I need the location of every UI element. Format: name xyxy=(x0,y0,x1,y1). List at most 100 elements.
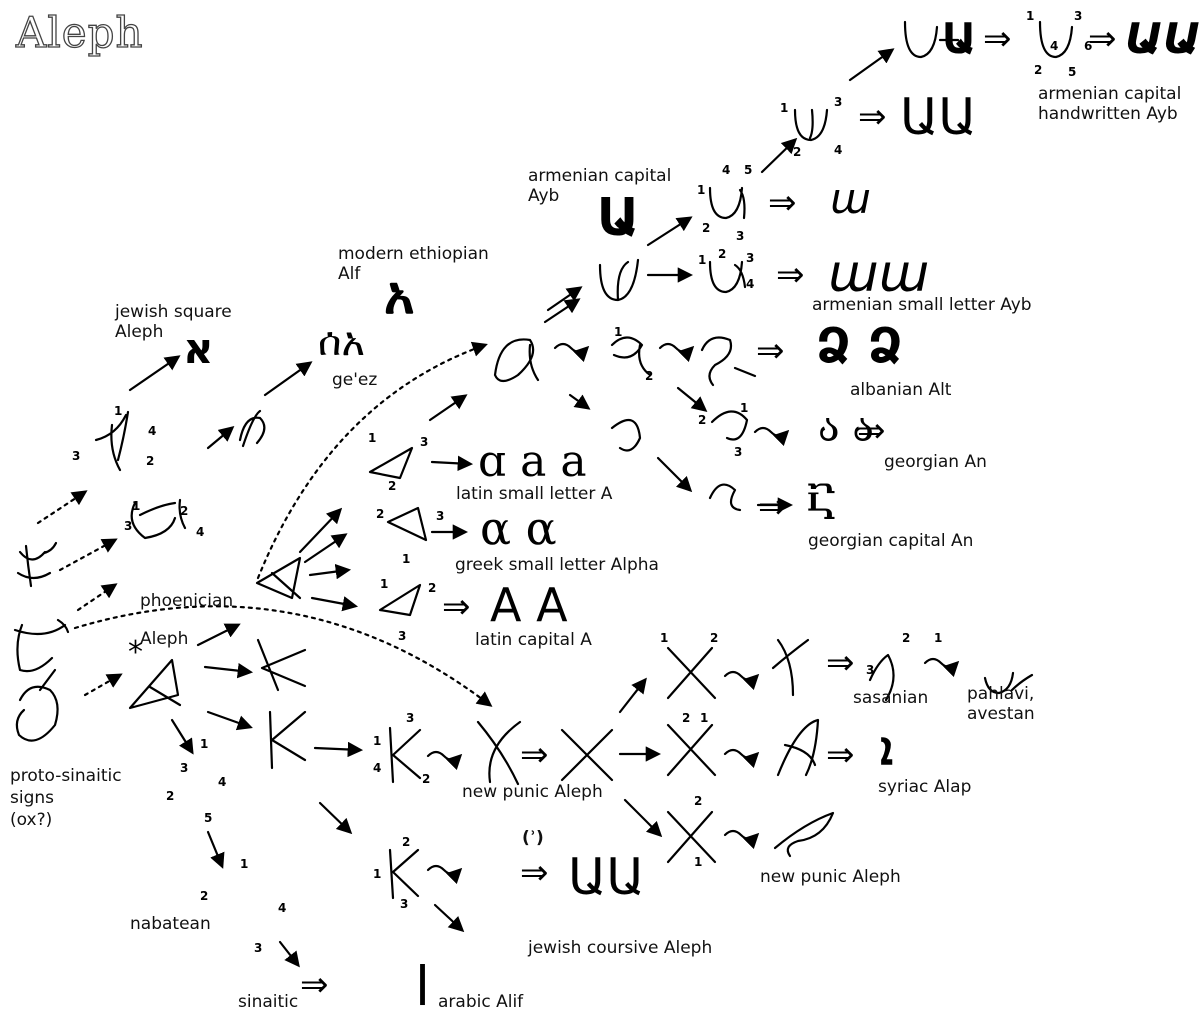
label-armenian-small-letter-ayb: armenian small letter Ayb xyxy=(812,295,1032,315)
stroke-number: 4 xyxy=(1050,39,1059,53)
double-arrow-icon: ⇒ xyxy=(983,19,1012,59)
label-new-punic-aleph-2: new punic Aleph xyxy=(760,867,901,887)
stroke-number: 2 xyxy=(682,711,691,725)
stroke-number: 5 xyxy=(1068,65,1077,79)
stroke-number: 1 xyxy=(132,499,141,513)
ox-head-3 xyxy=(15,668,59,742)
double-arrow-icon: ⇒ xyxy=(756,331,785,371)
double-arrow-icon: ⇒ xyxy=(826,643,855,683)
label-pahlavi-avestan: pahlavi, avestan xyxy=(967,684,1035,724)
label-paren-note: (ʾ) xyxy=(522,828,544,848)
stroke-number: 3 xyxy=(436,509,445,523)
stroke-number: 2 xyxy=(718,247,727,261)
syriac-alap-glyph: ܐ xyxy=(880,721,893,775)
stroke-number: 2 xyxy=(694,794,703,808)
armenian-small-ayb-glyph: աա xyxy=(828,244,930,304)
stroke-number: 2 xyxy=(645,369,654,383)
stroke-number: 4 xyxy=(218,775,227,789)
stroke-number: 1 xyxy=(1026,9,1035,23)
stroke-number: 2 xyxy=(698,413,707,427)
label-modern-ethiopian-alf: modern ethiopian Alf xyxy=(338,244,489,284)
early-form-3 xyxy=(238,409,266,448)
label-geez: ge'ez xyxy=(332,370,378,390)
stroke-number: 3 xyxy=(180,761,189,775)
double-arrow-icon: ⇒ xyxy=(858,97,887,137)
dotted-arrow xyxy=(36,490,88,525)
stroke-number: 2 xyxy=(146,454,155,468)
stroke-number: 3 xyxy=(834,95,843,109)
stroke-number: 4 xyxy=(746,277,755,291)
label-sasanian: sasanian xyxy=(853,688,929,708)
label-nabatean: nabatean xyxy=(130,914,211,934)
double-arrow-icon: ⇒ xyxy=(1088,19,1117,59)
stroke-number: 1 xyxy=(700,711,709,725)
label-syriac-alap: syriac Alap xyxy=(878,777,972,797)
double-arrow-icon: ⇒ xyxy=(520,853,549,893)
stroke-number: 2 xyxy=(702,221,711,235)
stroke-number: 6 xyxy=(1084,39,1093,53)
stroke-number: 1 xyxy=(373,734,382,748)
ox-head-1 xyxy=(16,541,58,588)
double-arrow-icon: ⇒ xyxy=(520,735,549,775)
stroke-number: 3 xyxy=(400,897,409,911)
label-sinaitic: sinaitic xyxy=(238,992,299,1012)
stroke-number: 3 xyxy=(746,251,755,265)
stroke-number: 3 xyxy=(734,445,743,459)
stroke-number: 1 xyxy=(240,857,249,871)
ethiopic-alf-glyph: አ xyxy=(384,266,415,326)
stroke-number: 3 xyxy=(72,449,81,463)
phoenician-aleph-2 xyxy=(128,658,182,710)
stroke-number: 5 xyxy=(744,163,753,177)
label-albanian-alt: albanian Alt xyxy=(850,380,952,400)
stroke-number: 1 xyxy=(697,183,706,197)
armenian-ayb-handwritten-glyph: ԱԱ xyxy=(1125,14,1199,63)
stroke-number: 3 xyxy=(736,229,745,243)
stroke-number: 2 xyxy=(422,772,431,786)
stroke-number: 2 xyxy=(710,631,719,645)
stroke-number: 2 xyxy=(200,889,209,903)
early-form-2 xyxy=(130,498,187,540)
dotted-arrow xyxy=(76,583,118,612)
phoenician-aleph xyxy=(255,556,302,600)
stroke-number: 1 xyxy=(698,253,707,267)
double-arrow-icon: ⇒ xyxy=(826,735,855,775)
stroke-number: 4 xyxy=(722,163,731,177)
stroke-number: 3 xyxy=(254,941,263,955)
double-arrow-icon: ⇒ xyxy=(768,183,797,223)
stroke-number: 4 xyxy=(834,143,843,157)
stroke-number: 3 xyxy=(124,519,133,533)
ox-head-2 xyxy=(13,618,70,673)
label-proto-sinaitic-signs: proto-sinaitic signs (ox?) xyxy=(10,766,122,830)
latin-small-a-glyphs: ɑ a a xyxy=(478,436,587,487)
double-arrow-icon: ⇒ xyxy=(776,255,805,295)
asterisk-mark: * xyxy=(128,635,143,670)
label-phoenician-aleph: phoenician Aleph xyxy=(140,591,234,649)
stroke-number: 4 xyxy=(196,525,205,539)
stroke-number: 3 xyxy=(866,663,875,677)
stroke-number: 5 xyxy=(204,811,213,825)
stroke-number: 2 xyxy=(388,479,397,493)
stroke-number: 1 xyxy=(694,855,703,869)
armenian-small-ayb-variant-glyph: ա xyxy=(830,174,871,223)
double-arrow-icon: ⇒ xyxy=(300,965,329,1005)
stroke-number: 1 xyxy=(660,631,669,645)
stroke-number: 2 xyxy=(402,835,411,849)
stroke-number: 2 xyxy=(166,789,175,803)
label-armenian-capital-ayb: armenian capital Ayb xyxy=(528,166,672,206)
stroke-number: 1 xyxy=(740,401,749,415)
stroke-number: 1 xyxy=(614,325,623,339)
armenian-ayb-pair-glyph: ԱԱ xyxy=(900,88,977,146)
stroke-number: 4 xyxy=(278,901,287,915)
stroke-number: 1 xyxy=(114,404,123,418)
armenian-ayb-capital-glyph: Ա xyxy=(597,188,640,248)
label-latin-small-letter-a: latin small letter A xyxy=(456,484,613,504)
georgian-capital-an-glyph: Ⴀ xyxy=(806,480,837,529)
stroke-number: 2 xyxy=(902,631,911,645)
stroke-number: 2 xyxy=(376,507,385,521)
armenian-ayb-lower-glyph: ԱԱ xyxy=(568,848,645,906)
stroke-number: 1 xyxy=(373,867,382,881)
early-form-1 xyxy=(94,410,130,472)
label-armenian-capital-handwritten-ayb: armenian capital handwritten Ayb xyxy=(1038,84,1182,124)
